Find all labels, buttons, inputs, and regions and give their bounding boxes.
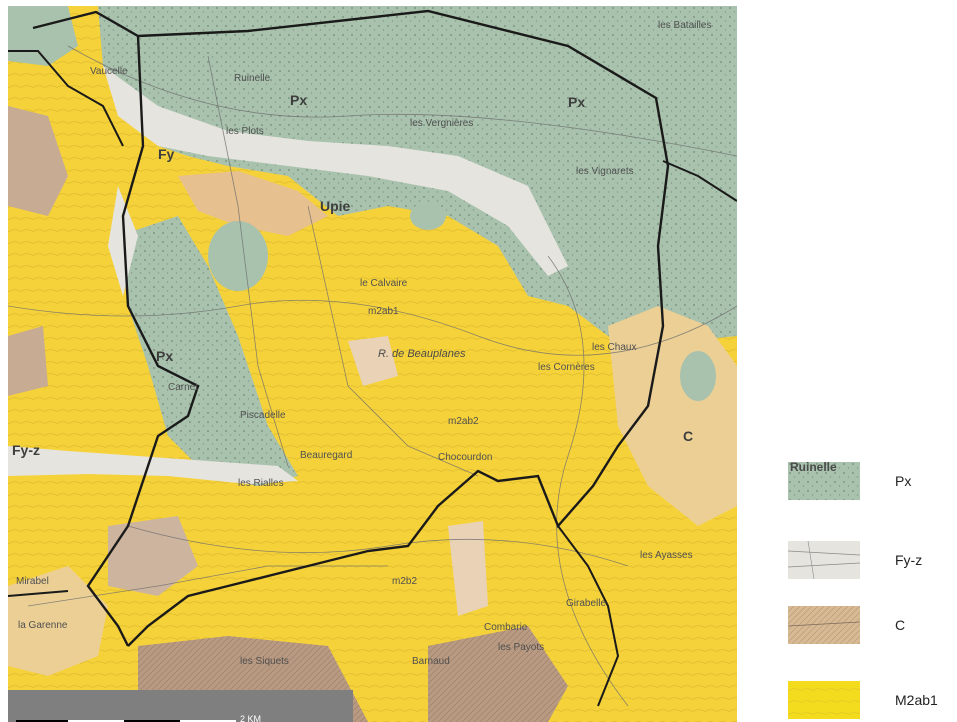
legend-item-c: C [788,606,957,646]
legend-item-m2ab1: M2ab1 [788,681,957,721]
map-label-beauplanes: R. de Beauplanes [378,348,466,360]
map-label-piscadelle: Piscadelle [240,410,286,421]
scale-segment [68,720,124,722]
legend-label-fy-z: Fy-z [895,552,923,568]
legend-item-px: Ruinelle Px [788,462,957,502]
map-label-fyz-west: Fy-z [12,442,40,458]
map-label-beauregard: Beauregard [300,450,353,461]
map-label-m2ab2: m2ab2 [448,416,479,427]
map-label-m2ab1-centre: m2ab1 [368,306,399,317]
map-label-les-vergnieres: les Vergnières [410,118,474,129]
road-network [8,45,737,707]
map-label-les-rialles: les Rialles [238,478,284,489]
legend-label-c: C [895,617,906,633]
legend-item-fy-z: Fy-z [788,541,957,581]
map-label-c-east: C [683,428,694,444]
map-label-les-chaux: les Chaux [592,342,637,353]
scale-segment [124,720,180,722]
map-label-m2b2: m2b2 [392,576,418,587]
map-graphic [8,6,737,722]
legend-swatch-fy-z [788,541,860,579]
scale-segment [16,720,68,722]
map-label-vaucelle: Vaucelle [90,66,128,77]
scale-bar: 2 KM [8,690,353,722]
map-label-chocourdon: Chocourdon [438,452,493,463]
map-label-px-west: Px [156,348,174,364]
map-label-les-payots: les Payots [498,642,545,653]
scale-label: 2 KM [240,714,262,722]
map-label-les-ayasses: les Ayasses [640,550,693,561]
map-label-la-garenne: la Garenne [18,620,68,631]
scale-segment [180,720,236,722]
map-label-carnet: Carnet [168,382,199,393]
unit-fyz-west [8,446,298,484]
unit-fyz-river [103,66,568,276]
map-label-fy-north: Fy [158,146,175,162]
map-label-px-north-1: Px [290,92,308,108]
map-label-combarie: Combarie [484,622,528,633]
map-label-barnaud: Barnaud [412,656,450,667]
commune-boundary [32,9,670,647]
map-label-le-calvaire: le Calvaire [360,278,408,289]
map-label-px-north-2: Px [568,94,586,110]
unit-brown-nw [8,106,68,216]
legend-swatch-px: Ruinelle [788,462,860,500]
map-label-les-batailles: les Batailles [658,20,712,31]
map-label-ruinelle: Ruinelle [234,73,271,84]
legend-swatch-m2ab1 [788,681,860,719]
legend-label-px: Px [895,473,912,489]
unit-c-north [178,171,328,236]
map-label-girabelle: Girabelle [566,598,607,609]
map-label-les-plots: les Plots [226,126,264,137]
map-label-les-siquets: les Siquets [240,656,289,667]
legend-swatch-c [788,606,860,644]
map-label-mirabel: Mirabel [16,576,49,587]
map-label-les-corneres: les Cornères [538,362,595,373]
legend-label-m2ab1: M2ab1 [895,692,938,708]
map-label-les-vignarets: les Vignarets [576,166,634,177]
legend-swatch-text: Ruinelle [790,462,837,474]
map-label-upie: Upie [320,198,351,214]
